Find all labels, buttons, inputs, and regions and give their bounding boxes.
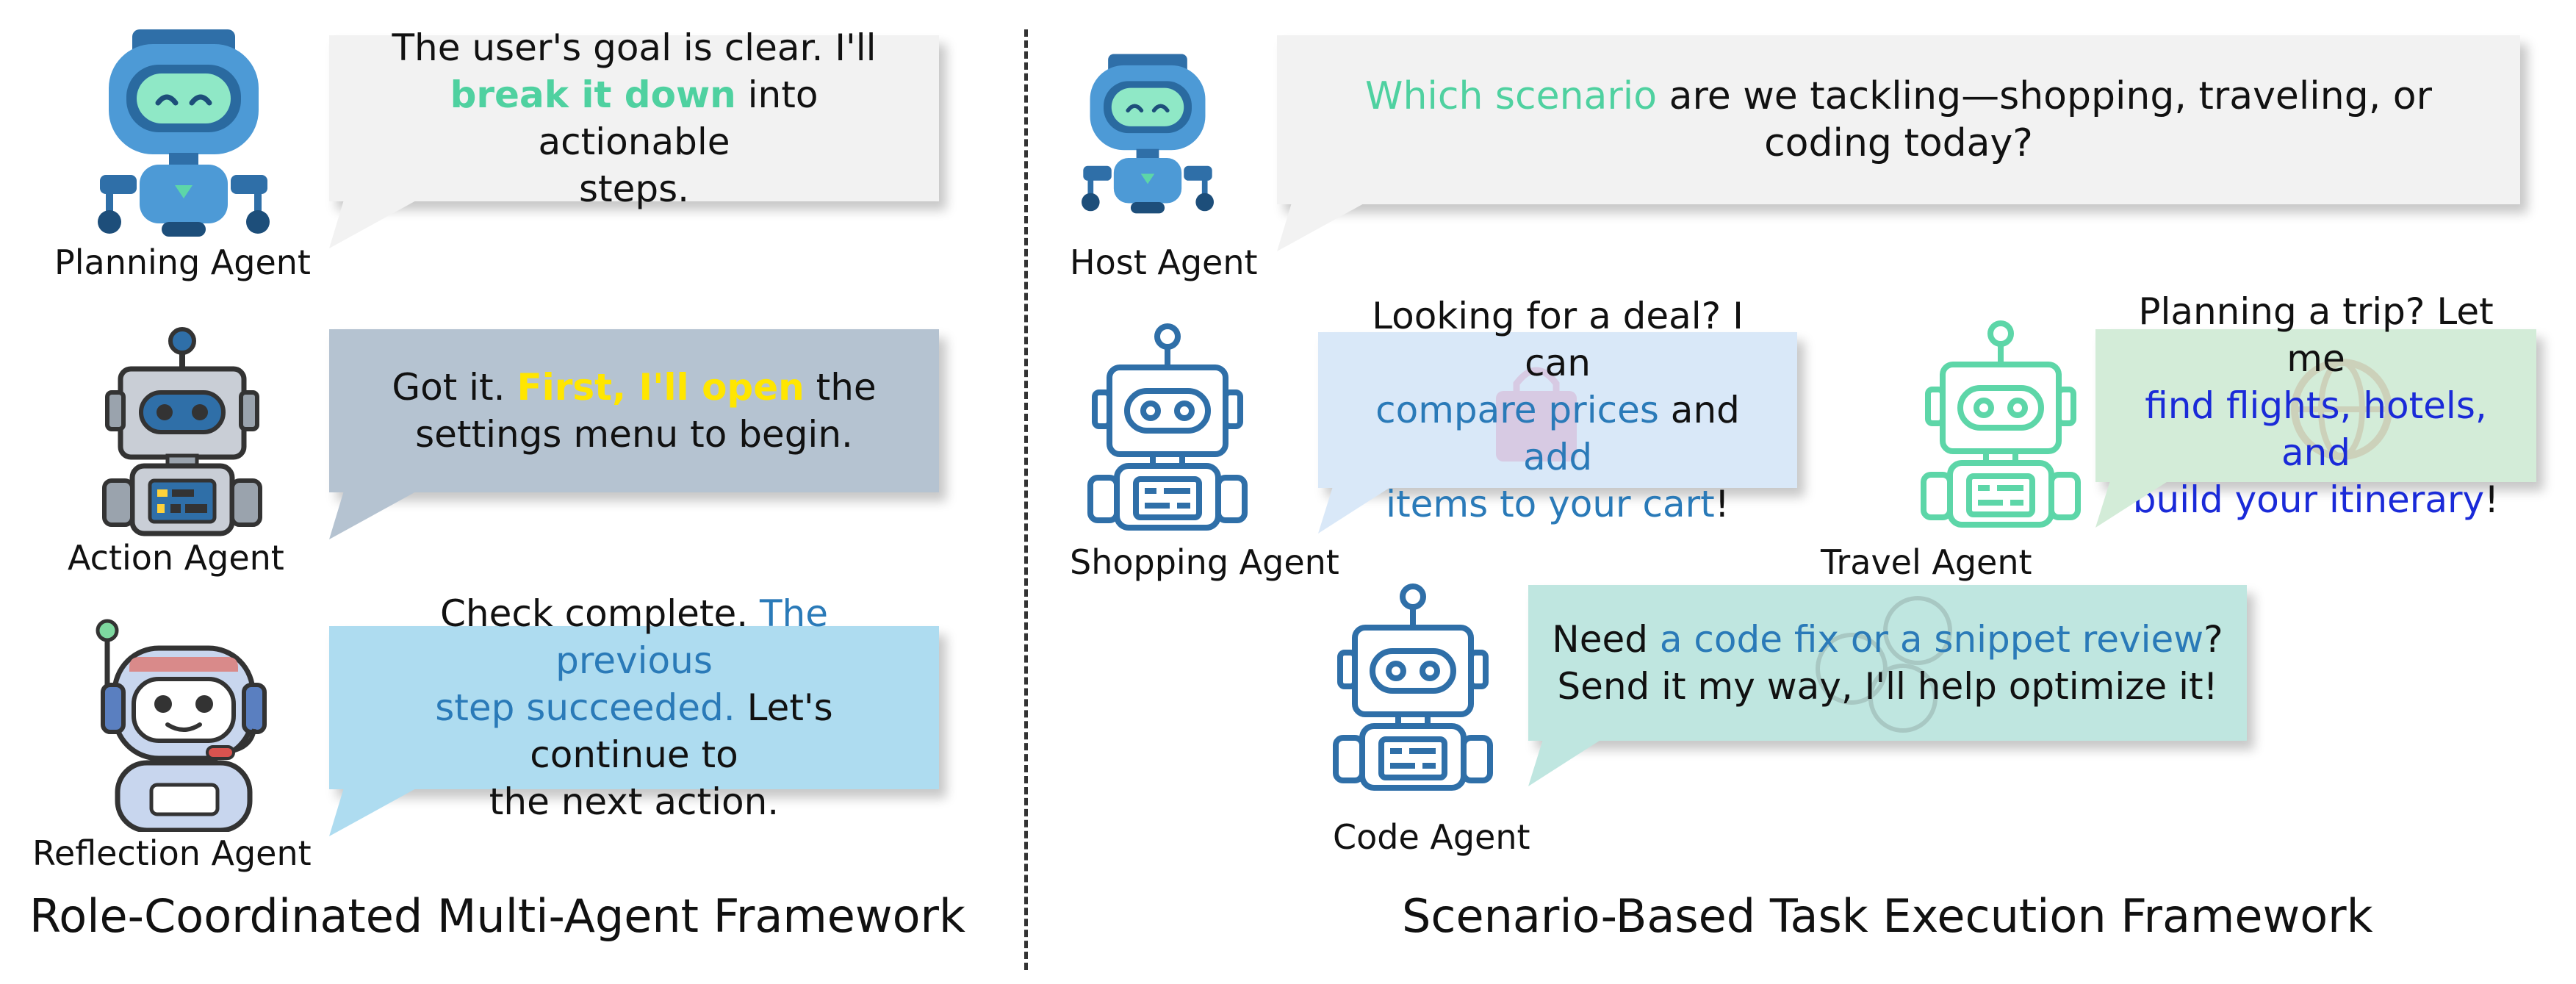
shopping-speech-bubble: Looking for a deal? I can compare prices…	[1318, 295, 1797, 525]
reflection-agent-robot-icon	[81, 619, 287, 832]
shopping-text-line-1: Looking for a deal? I can	[1372, 295, 1744, 384]
planning-agent-label: Planning Agent	[54, 243, 311, 282]
shopping-highlight-2: add	[1522, 436, 1593, 478]
travel-highlight-2: build your itinerary	[2132, 478, 2485, 521]
code-agent-robot-icon	[1328, 581, 1497, 794]
action-text-line-1-rest: the	[804, 366, 877, 409]
host-highlight: Which scenario	[1365, 74, 1658, 118]
shopping-agent-label: Shopping Agent	[1070, 542, 1339, 582]
section-divider	[1024, 29, 1028, 970]
shopping-bubble-tail	[1318, 486, 1392, 534]
shopping-text-mid: and	[1658, 389, 1740, 431]
code-text-line-1: Need	[1552, 618, 1660, 661]
code-languages-watermark-icon	[1816, 596, 1952, 733]
reflection-text-line-1: Check complete.	[439, 592, 760, 635]
host-text: are we tackling—shopping, traveling, or …	[1657, 74, 2432, 165]
reflection-bubble-tail	[329, 788, 417, 836]
planning-highlight: break it down	[450, 73, 736, 116]
shopping-highlight-1: compare prices	[1375, 389, 1659, 431]
planning-speech-bubble: The user's goal is clear. I'll break it …	[329, 26, 939, 210]
left-framework-caption: Role-Coordinated Multi-Agent Framework	[29, 889, 965, 943]
globe-watermark-icon	[2291, 359, 2392, 460]
reflection-speech-bubble: Check complete. The previous step succee…	[329, 592, 939, 823]
code-bubble-tail	[1528, 739, 1602, 786]
travel-bubble-tail	[2095, 481, 2169, 528]
shopping-highlight-3: items to your cart	[1386, 483, 1715, 525]
right-framework-caption: Scenario-Based Task Execution Framework	[1402, 889, 2373, 943]
travel-highlight-1: find flights, hotels, and	[2145, 384, 2487, 474]
host-speech-bubble: Which scenario are we tackling—shopping,…	[1277, 35, 2520, 204]
shopping-agent-robot-icon	[1083, 320, 1252, 534]
travel-speech-bubble: Planning a trip? Let me find flights, ho…	[2095, 290, 2536, 521]
host-agent-robot-icon	[1074, 29, 1221, 243]
shopping-text-end: !	[1714, 483, 1730, 525]
code-text-line-2: Send it my way, I'll help optimize it!	[1557, 665, 2218, 708]
planning-text-line-1: The user's goal is clear. I'll	[392, 26, 877, 69]
action-speech-bubble: Got it. First, I'll open the settings me…	[329, 329, 939, 492]
planning-agent-robot-icon	[88, 29, 279, 243]
planning-text-line-2: into actionable	[538, 73, 819, 163]
shopping-bag-watermark-icon	[1496, 367, 1577, 462]
travel-text-end: !	[2484, 478, 2500, 521]
action-agent-robot-icon	[94, 325, 270, 538]
code-text-line-1-end: ?	[2203, 618, 2223, 661]
code-speech-bubble: Need a code fix or a snippet review? Sen…	[1528, 585, 2247, 741]
reflection-text-line-3: the next action.	[489, 780, 780, 823]
travel-agent-robot-icon	[1916, 317, 2085, 531]
action-agent-label: Action Agent	[68, 538, 284, 578]
planning-bubble-tail	[329, 200, 417, 248]
action-text-line-1: Got it.	[392, 366, 517, 409]
host-agent-label: Host Agent	[1070, 243, 1258, 282]
code-highlight: a code fix or a snippet review	[1659, 618, 2204, 661]
reflection-text-line-2: Let's continue to	[530, 686, 833, 776]
planning-text-line-3: steps.	[578, 168, 690, 210]
travel-text-line-1: Planning a trip? Let me	[2138, 290, 2494, 380]
travel-agent-label: Travel Agent	[1821, 542, 2032, 582]
code-agent-label: Code Agent	[1333, 817, 1530, 857]
host-bubble-tail	[1277, 203, 1365, 251]
action-highlight: First, I'll open	[517, 366, 805, 409]
reflection-highlight-1: The previous	[555, 592, 829, 682]
reflection-highlight-2: step succeeded.	[435, 686, 735, 729]
reflection-agent-label: Reflection Agent	[32, 833, 312, 873]
action-text-line-2: settings menu to begin.	[415, 413, 853, 456]
action-bubble-tail	[329, 491, 417, 539]
